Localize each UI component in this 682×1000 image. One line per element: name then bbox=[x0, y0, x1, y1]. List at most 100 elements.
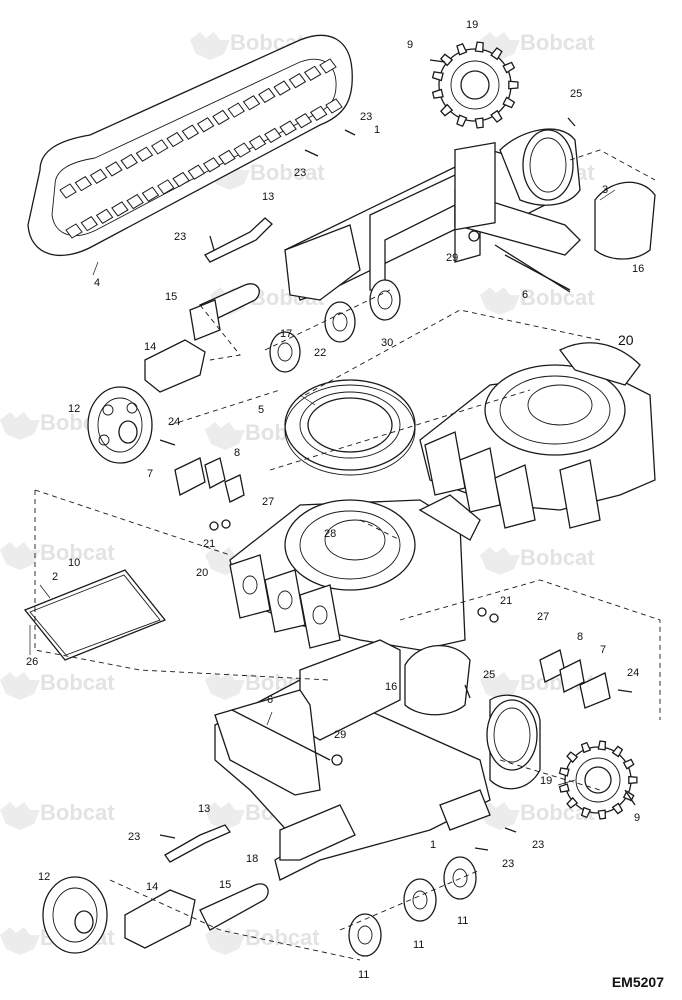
track-tread-lug bbox=[218, 149, 236, 166]
track-tread-lug bbox=[166, 131, 184, 148]
callout-label: 27 bbox=[262, 496, 274, 508]
bobcat-logo-watermark bbox=[205, 422, 245, 450]
callout-label: 10 bbox=[68, 557, 80, 569]
callout-label: 11 bbox=[457, 915, 468, 927]
callout-label: 15 bbox=[219, 879, 231, 891]
sprocket-tooth bbox=[622, 758, 635, 770]
callout-label: 29 bbox=[446, 252, 458, 264]
callout-label: 13 bbox=[262, 191, 274, 203]
callout-label: 5 bbox=[258, 404, 264, 416]
bobcat-watermark-text: Bobcat bbox=[520, 285, 595, 310]
sprocket-tooth bbox=[456, 114, 468, 127]
sprocket-tooth bbox=[628, 775, 638, 785]
track-tread-lug bbox=[264, 127, 282, 144]
callout-label: 20 bbox=[618, 332, 634, 348]
sprocket-tooth bbox=[597, 809, 607, 820]
track-tread-lug bbox=[325, 98, 343, 114]
callout-label: 9 bbox=[407, 39, 413, 51]
track-tread-lug bbox=[288, 73, 307, 89]
callout-label: 19 bbox=[540, 775, 552, 787]
adjuster-plates-lower bbox=[539, 649, 611, 709]
bobcat-logo-watermark bbox=[205, 802, 245, 830]
sprocket-tooth bbox=[502, 96, 516, 109]
track-tread-lug bbox=[120, 153, 138, 170]
bobcat-watermark-text: Bobcat bbox=[40, 540, 115, 565]
cover-plate bbox=[23, 569, 167, 661]
callout-label: 15 bbox=[165, 291, 177, 303]
drive-sprocket-upper bbox=[431, 41, 519, 129]
bobcat-watermark-text: Bobcat bbox=[40, 800, 115, 825]
sprocket-tooth bbox=[490, 109, 503, 123]
track-tread-lug bbox=[172, 171, 190, 188]
leader-lines bbox=[29, 189, 616, 786]
sprocket-guard-upper bbox=[569, 149, 656, 260]
track-tread-lug bbox=[227, 102, 245, 118]
track-tread-lug bbox=[181, 124, 200, 140]
bobcat-logo-watermark bbox=[0, 672, 40, 700]
callout-label: 6 bbox=[522, 289, 528, 301]
sprocket-tooth bbox=[440, 53, 454, 67]
track-tread-lug bbox=[212, 109, 230, 126]
track-guides bbox=[164, 217, 273, 863]
sprocket-tooth bbox=[456, 43, 468, 56]
callout-label: 23 bbox=[360, 111, 372, 123]
track-tread-lug bbox=[135, 146, 154, 162]
track-tread-lug bbox=[196, 117, 215, 133]
callout-label: 24 bbox=[168, 416, 180, 428]
callout-label: 12 bbox=[68, 403, 80, 415]
bobcat-logo-watermark bbox=[480, 802, 520, 830]
bobcat-logo-watermark bbox=[205, 927, 245, 955]
track-tread-lug bbox=[248, 135, 267, 151]
adjuster-plates-upper bbox=[174, 457, 245, 503]
sprocket-tooth bbox=[580, 806, 592, 819]
bobcat-logo-watermark bbox=[480, 287, 520, 315]
track-rollers-lower bbox=[348, 856, 477, 957]
callout-label: 25 bbox=[570, 88, 582, 100]
sprocket-tooth bbox=[431, 88, 444, 99]
callouts: 1 1 2 3 4 5 6 6 7 7 8 8 9 9 10 11 11 11 … bbox=[26, 19, 644, 981]
callout-label: 3 bbox=[602, 184, 608, 196]
callout-label: 23 bbox=[532, 839, 544, 851]
track-rollers-upper bbox=[269, 279, 401, 373]
slew-ring-bearing bbox=[284, 379, 416, 476]
callout-label: 19 bbox=[466, 19, 478, 31]
callout-label: 8 bbox=[577, 631, 583, 643]
drive-sprocket-lower bbox=[558, 740, 638, 820]
callout-label: 29 bbox=[334, 729, 346, 741]
rubber-track bbox=[27, 34, 353, 257]
callout-label: 23 bbox=[128, 831, 140, 843]
bobcat-logo-watermark bbox=[0, 542, 40, 570]
tension-rods bbox=[231, 244, 571, 761]
track-tread-lug bbox=[279, 120, 297, 136]
callout-label: 8 bbox=[234, 447, 240, 459]
bobcat-logo-watermark bbox=[205, 672, 245, 700]
callout-label: 23 bbox=[174, 231, 186, 243]
track-frame-upper bbox=[284, 128, 581, 301]
center-frame-assembled bbox=[419, 342, 656, 529]
sprocket-tooth bbox=[566, 751, 579, 764]
bobcat-logo-watermark bbox=[190, 32, 230, 60]
sprocket-tooth bbox=[558, 767, 570, 777]
track-tread-lug bbox=[111, 201, 129, 217]
callout-label: 7 bbox=[600, 644, 606, 656]
track-frame-lower bbox=[214, 639, 541, 881]
callout-label: 6 bbox=[267, 694, 273, 706]
bobcat-logo-watermark bbox=[0, 927, 40, 955]
sprocket-tooth bbox=[611, 802, 624, 815]
track-tread-lug bbox=[294, 113, 313, 129]
sprocket-tooth bbox=[611, 745, 624, 758]
figure-code: EM5207 bbox=[611, 974, 664, 990]
track-tread-lug bbox=[258, 87, 276, 104]
bobcat-watermark-text: Bobcat bbox=[520, 545, 595, 570]
track-tread-lug bbox=[233, 142, 251, 158]
track-tread-lug bbox=[95, 208, 114, 224]
callout-label: 17 bbox=[280, 328, 292, 340]
sprocket-tooth bbox=[431, 71, 444, 82]
track-tread-lug bbox=[105, 161, 123, 177]
callout-label: 25 bbox=[483, 669, 495, 681]
callout-label: 21 bbox=[203, 538, 215, 550]
track-tensioner-upper bbox=[144, 283, 260, 393]
sprocket-tooth bbox=[566, 796, 579, 809]
callout-label: 22 bbox=[314, 347, 326, 359]
